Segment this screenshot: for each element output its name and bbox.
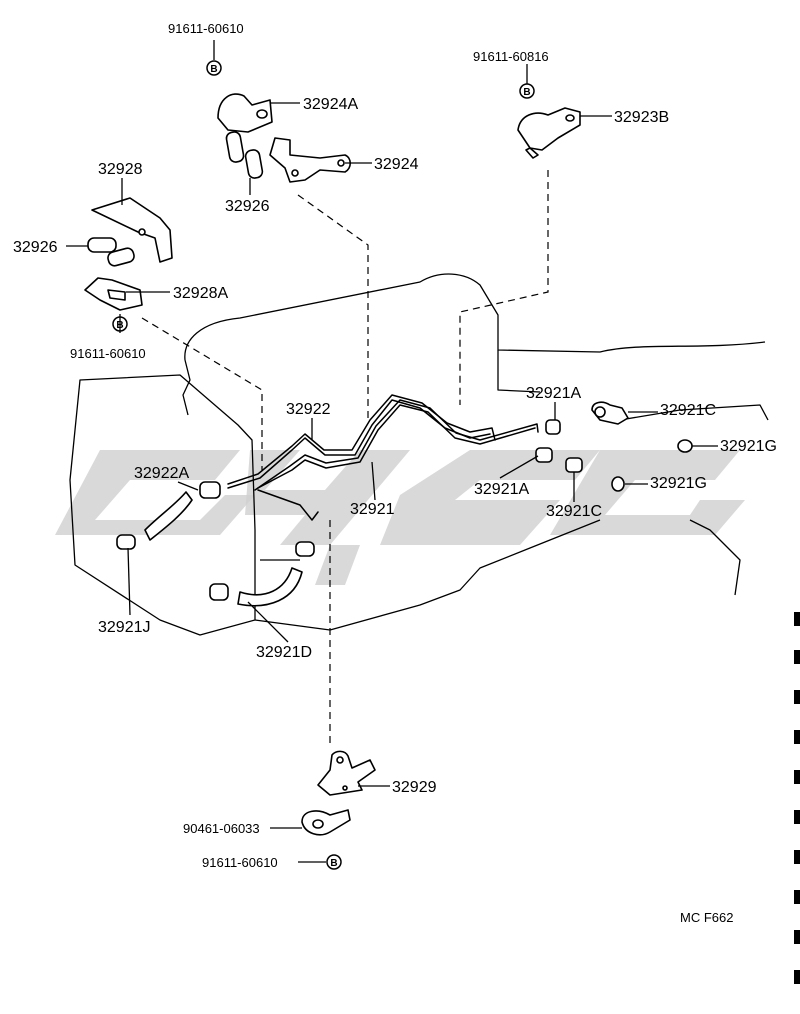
- part-90461-06033: [301, 809, 351, 836]
- part-32928: [91, 197, 173, 263]
- bolt-badge-top: B: [206, 60, 222, 76]
- callout-32921C-mid: 32921C: [546, 503, 602, 520]
- callout-32921A-mid: 32921A: [474, 481, 529, 498]
- part-32924: [269, 137, 352, 183]
- part-32923B: [517, 107, 581, 159]
- svg-text:B: B: [210, 64, 217, 75]
- callout-32923B: 32923B: [614, 109, 669, 126]
- right-edge-marks: [794, 612, 800, 984]
- callout-91611-60816: 91611-60816: [473, 49, 549, 64]
- callout-32921: 32921: [350, 501, 395, 518]
- svg-text:B: B: [523, 87, 530, 98]
- dashed-leaders: [141, 170, 549, 745]
- callout-32921G-mid: 32921G: [650, 475, 707, 492]
- callout-32922A: 32922A: [134, 465, 189, 482]
- callout-32924: 32924: [374, 156, 419, 173]
- callout-32921G-top: 32921G: [720, 438, 777, 455]
- engine-outline: [69, 273, 769, 636]
- part-32926-grommets: [225, 131, 264, 179]
- callout-leaders: [66, 40, 718, 863]
- part-32924A: [217, 93, 273, 133]
- fuel-tubes: [227, 394, 539, 521]
- callout-32921C-top: 32921C: [660, 402, 716, 419]
- callout-32928: 32928: [98, 161, 143, 178]
- part-32929: [317, 750, 376, 796]
- watermark-logo: [55, 450, 745, 585]
- part-32921C-fittings: [535, 401, 629, 473]
- callout-91611-60610-top: 91611-60610: [168, 21, 244, 36]
- callout-90461-06033: 90461-06033: [183, 821, 260, 836]
- callout-32928A: 32928A: [173, 285, 228, 302]
- callout-32921D: 32921D: [256, 644, 312, 661]
- figure-code: MC F662: [680, 910, 733, 925]
- callout-91611-60610-bottom: 91611-60610: [202, 855, 278, 870]
- callout-32921A-top: 32921A: [526, 385, 581, 402]
- callout-32926-mid: 32926: [225, 198, 270, 215]
- svg-text:B: B: [330, 858, 337, 869]
- part-32926-left-grommets: [87, 237, 135, 267]
- callout-32924A: 32924A: [303, 96, 358, 113]
- callout-32922: 32922: [286, 401, 331, 418]
- hose-clamps: [116, 481, 315, 601]
- callout-32926-left: 32926: [13, 239, 58, 256]
- part-32928A: [84, 277, 143, 311]
- bolt-badge-right: B: [519, 83, 535, 99]
- callout-32929: 32929: [392, 779, 437, 796]
- callout-91611-60610-left: 91611-60610: [70, 346, 146, 361]
- hoses: [144, 491, 303, 607]
- part-32921G-orings: [611, 439, 693, 492]
- callout-32921J: 32921J: [98, 619, 151, 636]
- bolt-badge-bottom: B: [326, 854, 342, 870]
